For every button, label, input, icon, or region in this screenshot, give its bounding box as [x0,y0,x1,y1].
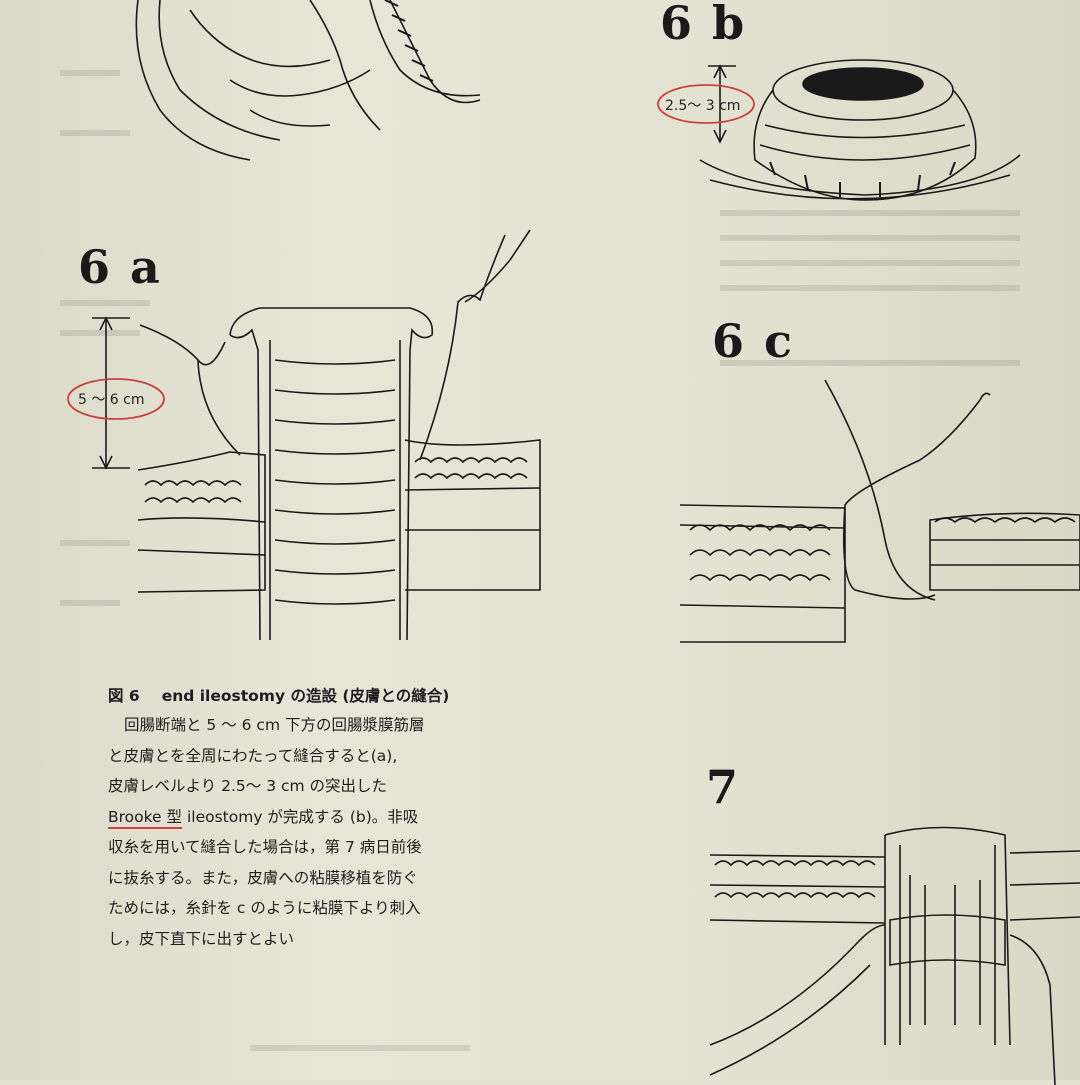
caption-line: 収糸を用いて縫合した場合は，第 7 病日前後 [108,838,422,856]
brooke-underlined-term: Brooke 型 [108,807,183,826]
caption-line: と皮膚とを全周にわたって縫合すると(a), [108,746,398,765]
caption-title-row: 図 6 end ileostomy の造設 (皮膚との縫合) [108,684,508,706]
dimension-6a-label: 5 ～ 6 cm [78,392,145,408]
figure-6c-label: 6 c [712,314,795,368]
figure-6a-label: 6 a [78,240,162,294]
figure-6b-label: 6 b [660,0,747,50]
caption-line: 皮膚レベルより 2.5～ 3 cm の突出した [108,777,388,795]
figure-7-label: 7 [706,760,741,814]
figure-6-caption: 図 6 end ileostomy の造設 (皮膚との縫合) 回腸断端と 5 ～ … [108,684,508,954]
dimension-6a-annotation-circle [67,378,165,420]
caption-line: Brooke 型 ileostomy が完成する (b)。非吸 [108,802,508,833]
caption-line-rest: ileostomy が完成する (b)。非吸 [182,807,419,826]
dimension-6b-label: 2.5～ 3 cm [665,98,741,114]
caption-line: し，皮下直下に出すとよい [108,929,295,948]
caption-figure-number: 図 6 [108,687,140,705]
caption-title: end ileostomy の造設 (皮膚との縫合) [161,687,450,705]
caption-line: に抜糸する。また，皮膚への粘膜移植を防ぐ [108,868,418,887]
figure-6b-illustration [699,59,1021,201]
figure-6a-illustration [92,229,541,641]
dimension-6b-annotation-circle [657,84,755,124]
caption-line: ためには，糸針を c のように粘膜下より刺入 [108,899,421,917]
figure-6c-illustration [679,379,1080,643]
caption-line: 回腸断端と 5 ～ 6 cm 下方の回腸漿膜筋層 [124,716,425,734]
figure-7-illustration [709,826,1080,1085]
figure-5-partial-illustration [135,0,481,161]
